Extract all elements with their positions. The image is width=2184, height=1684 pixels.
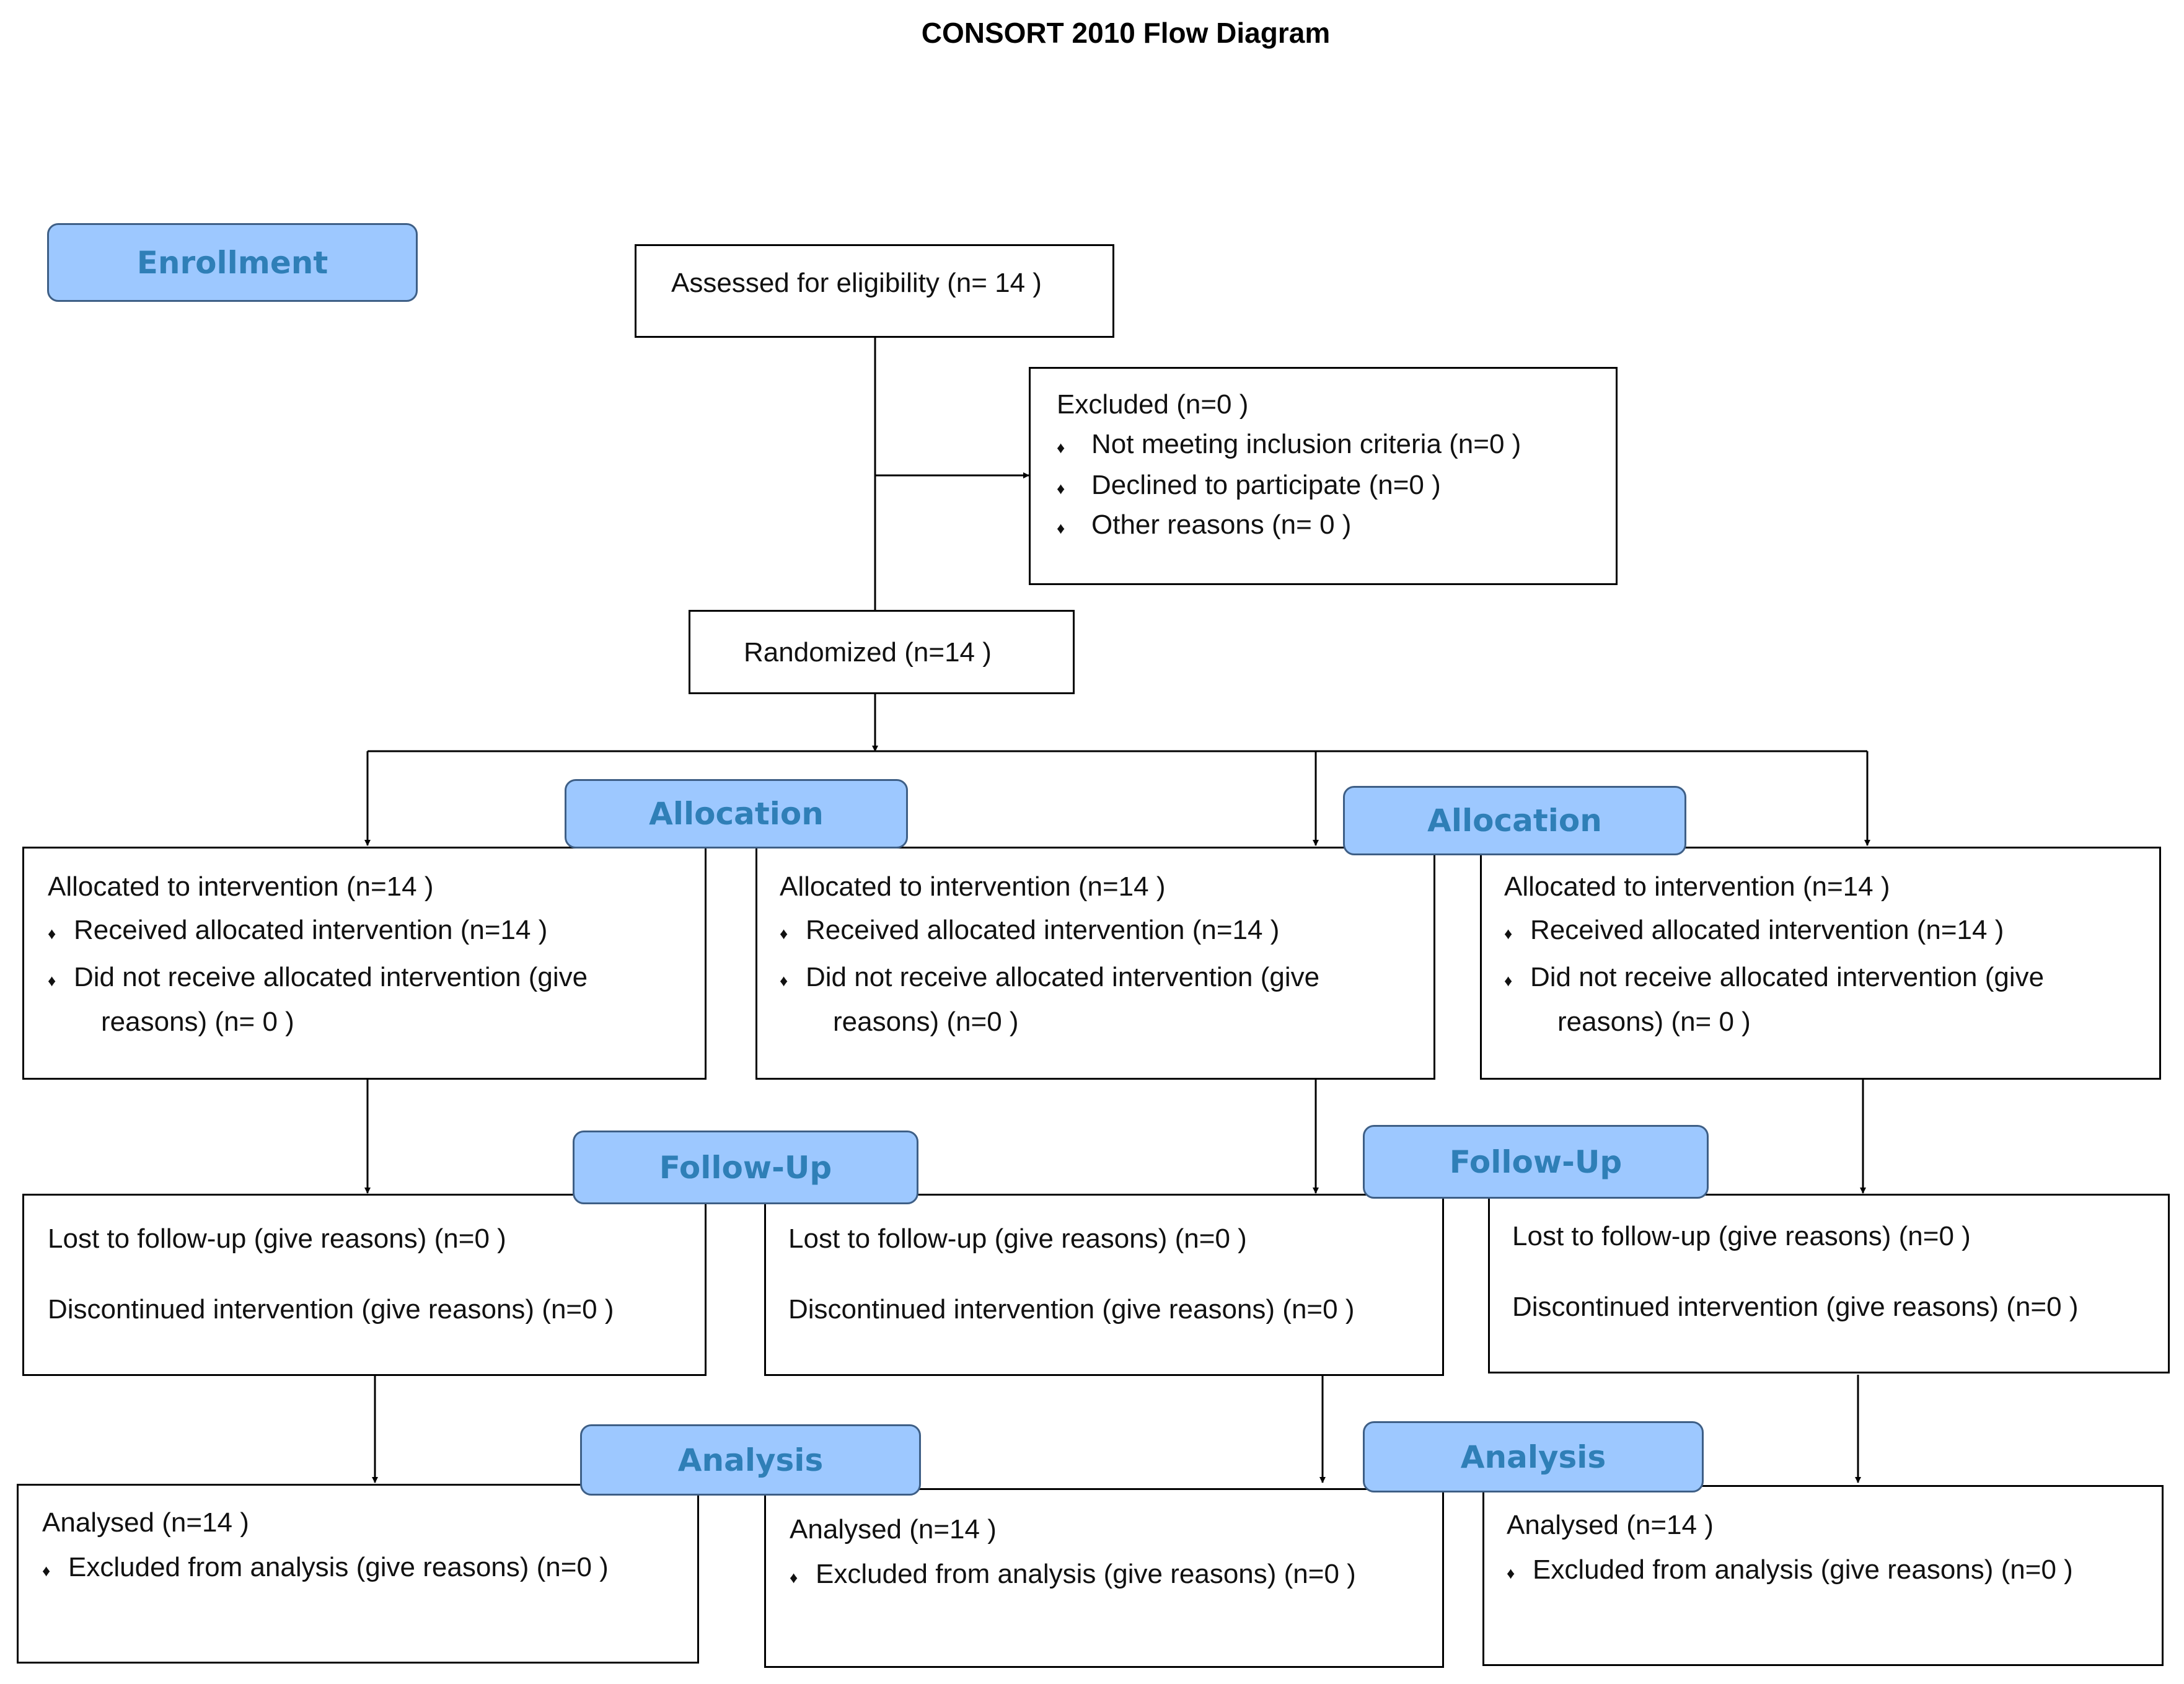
excluded-reason-2: Declined to participate (n=0 ) [1091, 470, 1441, 500]
excluded-box: Excluded (n=0 ) Not meeting inclusion cr… [1029, 367, 1618, 585]
allocation-received: Received allocated intervention (n=14 ) [74, 915, 548, 945]
allocation-not-received: Did not receive allocated intervention (… [806, 962, 1320, 992]
followup-discontinued: Discontinued intervention (give reasons)… [788, 1294, 1355, 1325]
followup-box-arm1: Lost to follow-up (give reasons) (n=0 ) … [22, 1194, 707, 1376]
analysis-analysed: Analysed (n=14 ) [42, 1507, 249, 1538]
stage-label-allocation: Allocation [1343, 786, 1686, 855]
followup-discontinued: Discontinued intervention (give reasons)… [48, 1294, 614, 1325]
allocation-box-arm2: Allocated to intervention (n=14 ) Receiv… [755, 847, 1435, 1080]
followup-lost: Lost to follow-up (give reasons) (n=0 ) [1512, 1221, 1971, 1251]
assessed-text: Assessed for eligibility (n= 14 ) [671, 268, 1042, 298]
followup-box-arm3: Lost to follow-up (give reasons) (n=0 ) … [1488, 1194, 2170, 1373]
stage-label-analysis: Analysis [1363, 1421, 1704, 1492]
excluded-heading: Excluded (n=0 ) [1057, 389, 1249, 420]
analysis-box-arm2: Analysed (n=14 ) Excluded from analysis … [764, 1488, 1444, 1668]
allocation-heading: Allocated to intervention (n=14 ) [48, 871, 434, 902]
allocation-not-received-cont: reasons) (n=0 ) [833, 1007, 1019, 1037]
stage-label-follow-up: Follow-Up [1363, 1125, 1709, 1199]
allocation-not-received-cont: reasons) (n= 0 ) [101, 1007, 294, 1037]
allocation-not-received: Did not receive allocated intervention (… [1530, 962, 2045, 992]
analysis-box-arm3: Analysed (n=14 ) Excluded from analysis … [1482, 1485, 2164, 1666]
randomized-box: Randomized (n=14 ) [689, 610, 1075, 694]
stage-label-analysis: Analysis [580, 1424, 921, 1496]
analysis-box-arm1: Analysed (n=14 ) Excluded from analysis … [17, 1484, 699, 1664]
followup-lost: Lost to follow-up (give reasons) (n=0 ) [788, 1223, 1247, 1254]
allocation-box-arm3: Allocated to intervention (n=14 ) Receiv… [1480, 847, 2161, 1080]
randomized-text: Randomized (n=14 ) [744, 637, 992, 668]
analysis-analysed: Analysed (n=14 ) [1507, 1510, 1714, 1540]
allocation-not-received: Did not receive allocated intervention (… [74, 962, 588, 992]
allocation-not-received-cont: reasons) (n= 0 ) [1557, 1007, 1751, 1037]
allocation-heading: Allocated to intervention (n=14 ) [1504, 871, 1890, 902]
allocation-heading: Allocated to intervention (n=14 ) [780, 871, 1166, 902]
analysis-excluded: Excluded from analysis (give reasons) (n… [816, 1559, 1356, 1589]
analysis-analysed: Analysed (n=14 ) [790, 1514, 997, 1545]
analysis-excluded: Excluded from analysis (give reasons) (n… [1533, 1554, 2073, 1585]
stage-label-follow-up: Follow-Up [573, 1131, 918, 1204]
allocation-received: Received allocated intervention (n=14 ) [806, 915, 1280, 945]
followup-lost: Lost to follow-up (give reasons) (n=0 ) [48, 1223, 506, 1254]
stage-label-allocation: Allocation [565, 779, 908, 849]
stage-label-enrollment: Enrollment [47, 223, 418, 302]
followup-box-arm2: Lost to follow-up (give reasons) (n=0 ) … [764, 1194, 1444, 1376]
diagram-title: CONSORT 2010 Flow Diagram [921, 17, 1331, 49]
allocation-box-arm1: Allocated to intervention (n=14 ) Receiv… [22, 847, 707, 1080]
excluded-reason-3: Other reasons (n= 0 ) [1091, 509, 1352, 540]
followup-discontinued: Discontinued intervention (give reasons)… [1512, 1292, 2079, 1322]
assessed-box: Assessed for eligibility (n= 14 ) [635, 244, 1114, 338]
excluded-reason-1: Not meeting inclusion criteria (n=0 ) [1091, 429, 1521, 459]
allocation-received: Received allocated intervention (n=14 ) [1530, 915, 2004, 945]
analysis-excluded: Excluded from analysis (give reasons) (n… [68, 1552, 609, 1582]
